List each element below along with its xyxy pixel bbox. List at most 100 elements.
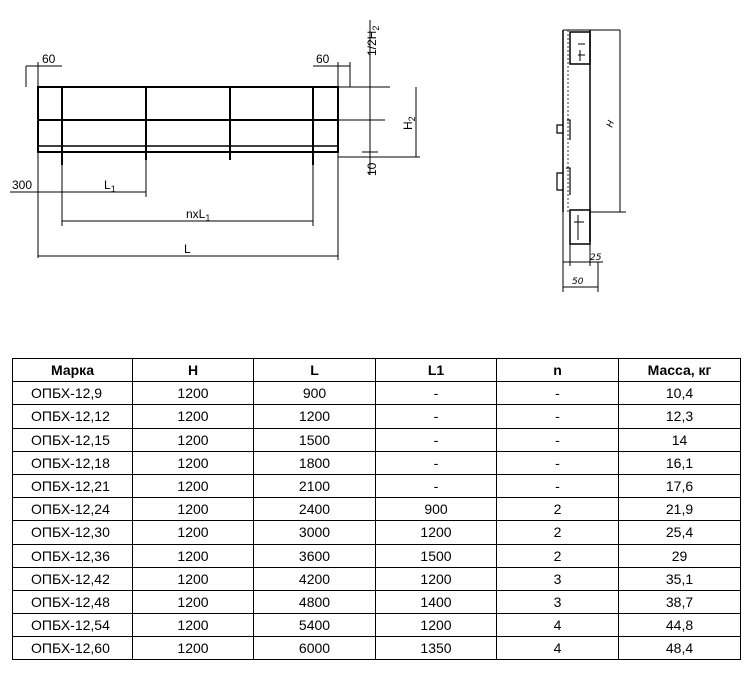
cell-h: 1200 xyxy=(132,566,254,591)
cell-marka: ОПБХ-12,30 xyxy=(12,520,133,545)
cell-l: 3600 xyxy=(253,543,376,568)
cell-h: 1200 xyxy=(132,543,254,568)
cell-n: 4 xyxy=(496,613,619,638)
cell-marka: ОПБХ-12,60 xyxy=(12,636,133,661)
cell-marka: ОПБХ-12,15 xyxy=(12,427,133,452)
cell-massa: 48,4 xyxy=(618,636,741,661)
header-l1: L1 xyxy=(375,357,497,383)
cell-l: 4200 xyxy=(253,566,376,591)
cell-l: 1200 xyxy=(253,404,376,429)
cell-h: 1200 xyxy=(132,473,254,499)
cell-l: 5400 xyxy=(253,613,376,638)
cell-marka: ОПБХ-12,36 xyxy=(12,543,133,568)
cell-massa: 38,7 xyxy=(618,589,741,615)
cell-l1: - xyxy=(375,473,497,499)
cell-n: 3 xyxy=(496,566,619,591)
cell-n: 2 xyxy=(496,520,619,545)
cell-marka: ОПБХ-12,42 xyxy=(12,566,133,591)
cell-h: 1200 xyxy=(132,589,254,615)
cell-marka: ОПБХ-12,48 xyxy=(12,589,133,615)
label-60-right: 60 xyxy=(316,52,330,66)
header-l: L xyxy=(253,357,376,383)
cell-marka: ОПБХ-12,9 xyxy=(12,381,133,406)
cell-l1: 900 xyxy=(375,497,497,522)
bottom-rail xyxy=(37,145,339,153)
cell-marka: ОПБХ-12,12 xyxy=(12,404,133,429)
cell-massa: 10,4 xyxy=(618,381,741,406)
cell-massa: 44,8 xyxy=(618,613,741,638)
cell-l: 2100 xyxy=(253,473,376,499)
cell-n: 2 xyxy=(496,497,619,522)
cell-l: 1800 xyxy=(253,450,376,475)
cell-l: 4800 xyxy=(253,589,376,615)
cell-n: - xyxy=(496,404,619,429)
cell-l: 1500 xyxy=(253,427,376,452)
cell-h: 1200 xyxy=(132,613,254,638)
cell-massa: 14 xyxy=(618,427,741,452)
cell-massa: 29 xyxy=(618,543,741,568)
label-10: 10 xyxy=(365,162,379,176)
label-l1: L1 xyxy=(104,178,116,194)
cell-h: 1200 xyxy=(132,497,254,522)
cell-l1: 1500 xyxy=(375,543,497,568)
cell-l1: 1350 xyxy=(375,636,497,661)
cell-l1: - xyxy=(375,381,497,406)
front-view xyxy=(10,20,420,260)
cell-l: 900 xyxy=(253,381,376,406)
header-n: n xyxy=(496,357,619,383)
cell-marka: ОПБХ-12,21 xyxy=(12,473,133,499)
cell-l: 2400 xyxy=(253,497,376,522)
cell-l1: - xyxy=(375,450,497,475)
cell-l: 3000 xyxy=(253,520,376,545)
cell-h: 1200 xyxy=(132,404,254,429)
cell-l1: 1200 xyxy=(375,566,497,591)
cell-massa: 17,6 xyxy=(618,473,741,499)
side-view xyxy=(556,29,626,292)
cell-n: 3 xyxy=(496,589,619,615)
cell-n: - xyxy=(496,381,619,406)
header-massa: Масса, кг xyxy=(618,357,741,383)
cell-h: 1200 xyxy=(132,636,254,661)
cell-marka: ОПБХ-12,24 xyxy=(12,497,133,522)
label-half-h2: 1/2H2 xyxy=(365,26,381,56)
cell-h: 1200 xyxy=(132,450,254,475)
cell-marka: ОПБХ-12,54 xyxy=(12,613,133,638)
header-h: H xyxy=(132,357,254,383)
cell-h: 1200 xyxy=(132,520,254,545)
cell-massa: 35,1 xyxy=(618,566,741,591)
cell-marka: ОПБХ-12,18 xyxy=(12,450,133,475)
label-h2: H2 xyxy=(401,116,417,130)
label-h: H xyxy=(605,119,617,129)
cell-n: - xyxy=(496,427,619,452)
label-60-left: 60 xyxy=(42,52,56,66)
cell-massa: 16,1 xyxy=(618,450,741,475)
cell-massa: 21,9 xyxy=(618,497,741,522)
cell-l1: - xyxy=(375,427,497,452)
label-300: 300 xyxy=(12,178,32,192)
cell-n: - xyxy=(496,473,619,499)
cell-l: 6000 xyxy=(253,636,376,661)
cell-l1: 1200 xyxy=(375,520,497,545)
cell-h: 1200 xyxy=(132,381,254,406)
technical-drawing: 60 60 1/2H2 H2 10 300 L1 nxL1 L xyxy=(10,20,626,292)
side-bottom-plate xyxy=(569,209,591,245)
cell-n: 4 xyxy=(496,636,619,661)
cell-l1: 1400 xyxy=(375,589,497,615)
front-view-labels: 60 60 1/2H2 H2 10 300 L1 nxL1 L xyxy=(12,26,417,256)
cell-l1: 1200 xyxy=(375,613,497,638)
cell-h: 1200 xyxy=(132,427,254,452)
side-view-labels: H 25 50 xyxy=(572,119,617,287)
cell-massa: 25,4 xyxy=(618,520,741,545)
